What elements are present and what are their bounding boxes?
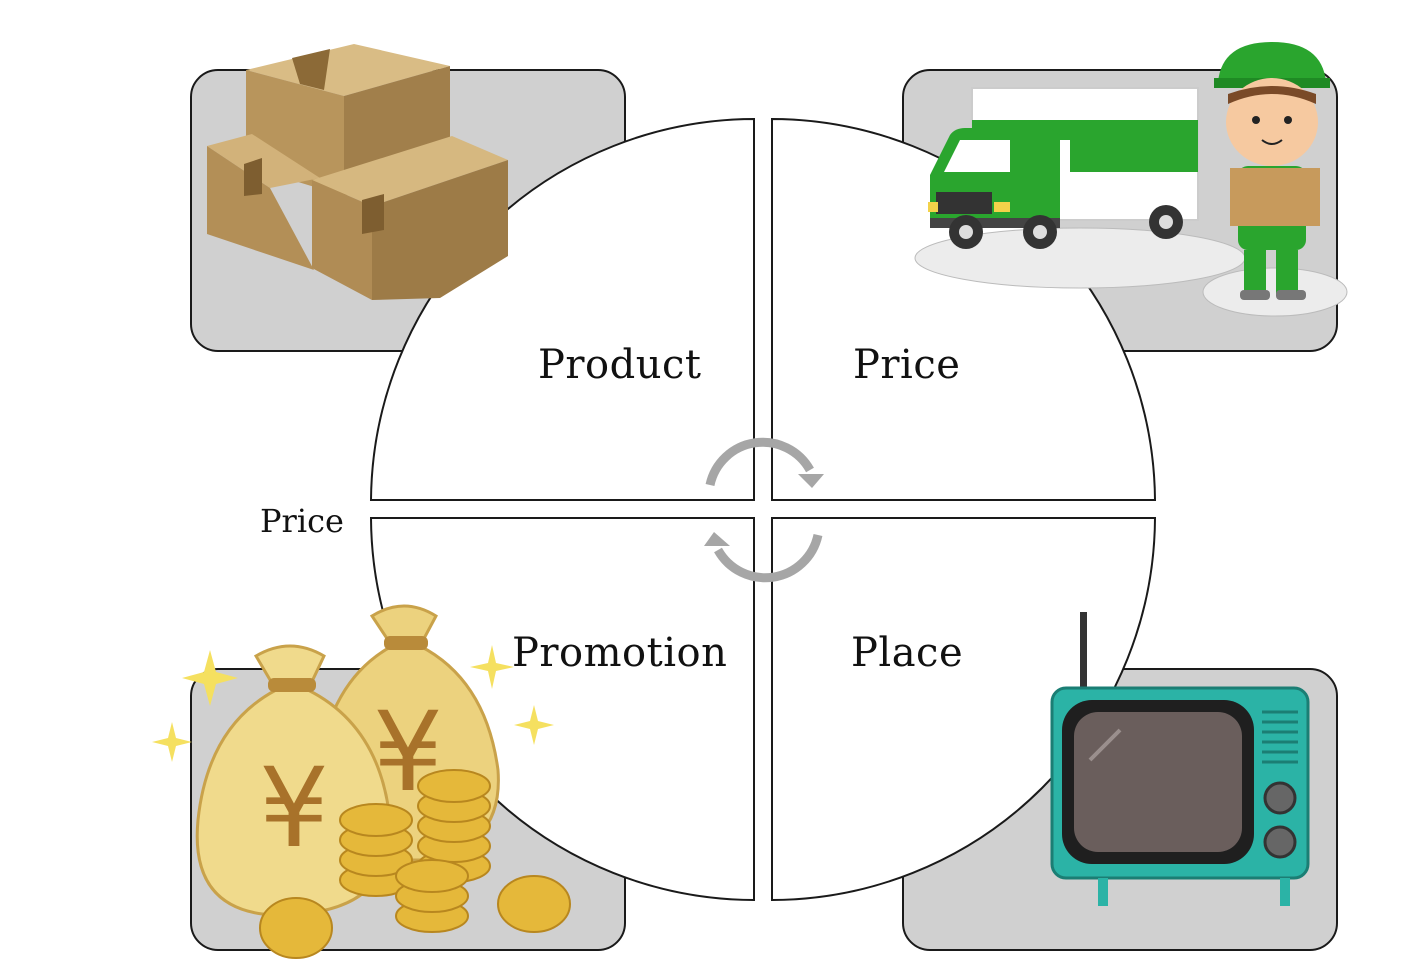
quadrant-bottom-right [771, 517, 1157, 902]
quadrant-label-product: Product [538, 342, 702, 388]
side-label-price: Price [260, 502, 344, 540]
quadrant-label-price: Price [853, 342, 961, 388]
svg-text:¥: ¥ [259, 744, 329, 872]
cycle-arrows-icon [705, 437, 823, 583]
quadrant-label-place: Place [851, 630, 964, 676]
quadrant-label-promotion: Promotion [512, 630, 728, 676]
